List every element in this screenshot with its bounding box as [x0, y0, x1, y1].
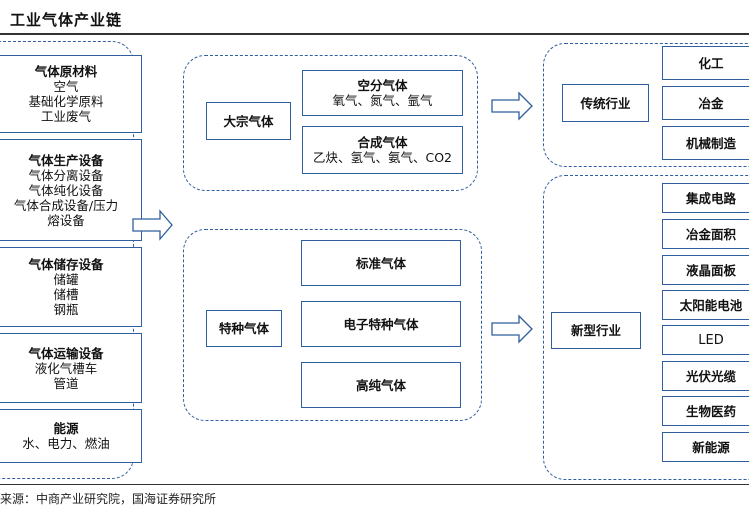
special-gas-item: 高纯气体 [301, 362, 461, 408]
emerging-industry-item: 生物医药 [662, 396, 749, 426]
special-gas-group [183, 229, 482, 421]
special-gas-item: 标准气体 [301, 240, 461, 286]
upstream-box-energy: 能源 水、电力、燃油 [0, 409, 142, 463]
bulk-gas-item-detail: 氧气、氮气、氩气 [332, 93, 433, 108]
arrow-special-to-emerging [491, 314, 533, 344]
emerging-industry-item: 液晶面板 [662, 255, 749, 285]
source-divider [0, 484, 749, 485]
bulk-gas-item-detail: 乙炔、氢气、氨气、CO2 [312, 150, 453, 165]
arrow-upstream-to-midstream [132, 209, 173, 241]
emerging-industry-item: 太阳能电池 [662, 290, 749, 320]
source-note: 来源：中商产业研究院，国海证券研究所 [0, 492, 217, 506]
bulk-gas-item-heading: 空分气体 [357, 78, 408, 93]
upstream-line: 钢瓶 [53, 302, 79, 317]
upstream-line: 液化气槽车 [34, 360, 98, 376]
upstream-line: 管道 [53, 375, 79, 391]
upstream-box-transport-equipment: 气体运输设备 液化气槽车 管道 [0, 333, 142, 403]
page-title: 工业气体产业链 [10, 11, 123, 29]
traditional-industry-item: 机械制造 [662, 126, 749, 160]
upstream-box-storage-equipment: 气体储存设备 储罐 储槽 钢瓶 [0, 247, 142, 327]
upstream-box-production-equipment: 气体生产设备 气体分离设备 气体纯化设备 气体合成设备/压力 熔设备 [0, 139, 142, 241]
bulk-gas-group [183, 55, 478, 191]
upstream-heading: 能源 [53, 421, 79, 436]
emerging-industry-item: 光伏光缆 [662, 361, 749, 391]
upstream-line: 熔设备 [47, 212, 85, 228]
upstream-line: 储槽 [53, 287, 79, 302]
emerging-industry-group [543, 175, 749, 480]
emerging-industry-item: 冶金面积 [662, 219, 749, 249]
upstream-line: 空气 [53, 79, 79, 94]
special-gas-label: 特种气体 [206, 310, 282, 347]
upstream-heading: 气体生产设备 [28, 152, 104, 168]
emerging-industry-item: 集成电路 [662, 183, 749, 213]
upstream-line: 气体分离设备 [28, 167, 104, 183]
upstream-line: 气体合成设备/压力 [13, 197, 119, 213]
upstream-line: 工业废气 [40, 109, 91, 124]
upstream-line: 气体纯化设备 [28, 182, 104, 198]
upstream-heading: 气体运输设备 [28, 345, 104, 361]
bulk-gas-item-air-separation: 空分气体 氧气、氮气、氩气 [302, 70, 463, 116]
traditional-industry-label: 传统行业 [562, 84, 649, 122]
emerging-industry-item: 新能源 [662, 432, 749, 462]
emerging-industry-item: LED [662, 325, 749, 355]
traditional-industry-item: 冶金 [662, 86, 749, 120]
bulk-gas-label: 大宗气体 [206, 102, 291, 140]
upstream-line: 水、电力、燃油 [22, 436, 110, 451]
title-divider [0, 33, 749, 35]
bulk-gas-item-heading: 合成气体 [357, 135, 408, 150]
traditional-industry-item: 化工 [662, 46, 749, 80]
upstream-box-raw-materials: 气体原材料 空气 基础化学原料 工业废气 [0, 55, 142, 133]
traditional-industry-group [543, 43, 749, 167]
emerging-industry-label: 新型行业 [551, 312, 641, 349]
upstream-line: 储罐 [53, 272, 79, 287]
arrow-bulk-to-traditional [491, 91, 533, 121]
upstream-heading: 气体原材料 [34, 64, 98, 79]
bulk-gas-item-synthesis: 合成气体 乙炔、氢气、氨气、CO2 [302, 126, 463, 174]
upstream-line: 基础化学原料 [28, 94, 104, 109]
special-gas-item: 电子特种气体 [301, 301, 461, 347]
upstream-heading: 气体储存设备 [28, 257, 104, 272]
